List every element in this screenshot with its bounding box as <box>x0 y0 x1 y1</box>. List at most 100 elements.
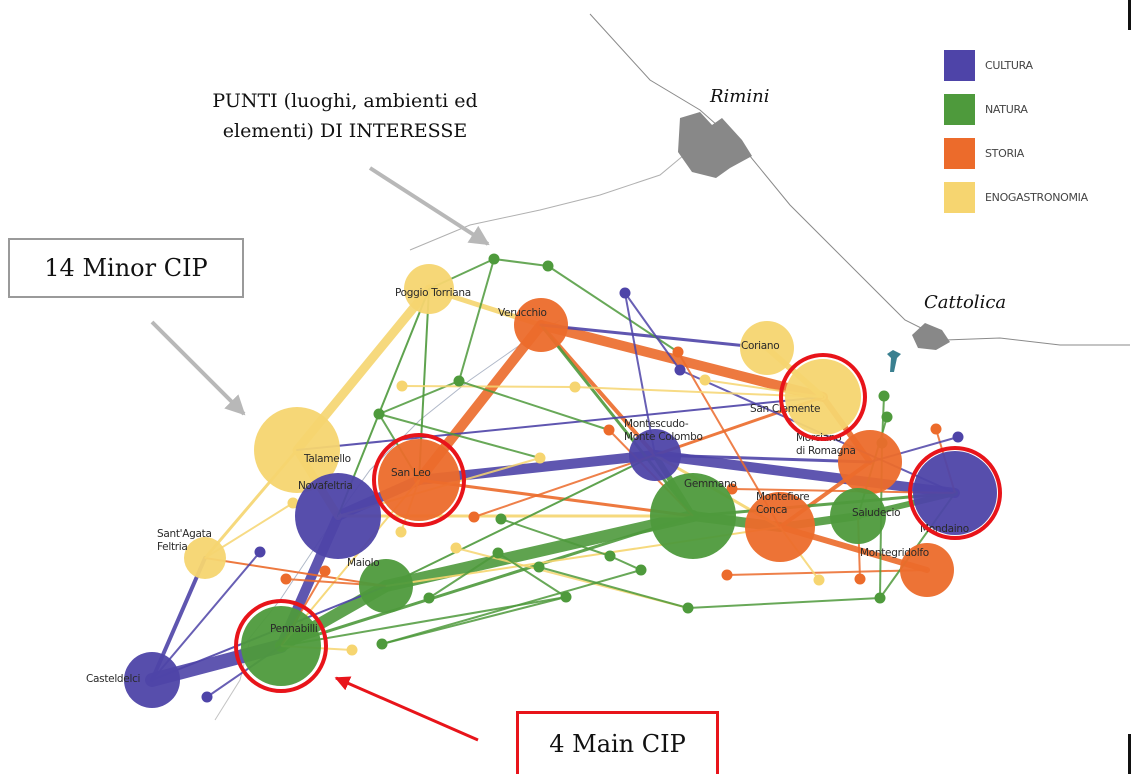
legend-label: NATURA <box>985 103 1028 116</box>
node-pennabilli <box>241 606 321 686</box>
point-of-interest-15 <box>603 424 615 436</box>
point-of-interest-12 <box>453 375 465 387</box>
point-of-interest-21 <box>604 550 616 562</box>
point-of-interest-11 <box>569 381 581 393</box>
point-of-interest-20 <box>492 547 504 559</box>
place-label-montescudo: Montescudo-Monte Colombo <box>624 418 703 443</box>
minor-edge-22 <box>497 552 567 598</box>
points-of-interest-note: PUNTI (luoghi, ambienti ed elementi) DI … <box>212 90 478 142</box>
arrow-points-of-interest <box>368 166 490 246</box>
edge-talamello-sanclemente <box>296 396 824 451</box>
point-of-interest-17 <box>468 511 480 523</box>
edge-mark-bottom <box>1128 734 1131 774</box>
place-label-line: Feltria <box>157 541 188 553</box>
main-cip-highlights <box>234 353 1002 693</box>
node-casteldelci <box>124 652 180 708</box>
city-label-rimini: Rimini <box>710 86 770 107</box>
point-of-interest-28 <box>874 592 886 604</box>
edge-maiolo-gemmano <box>380 510 699 592</box>
node-coriano <box>740 321 794 375</box>
point-of-interest-10 <box>952 431 964 443</box>
minor-edge-5 <box>624 292 681 371</box>
legend-item-natura: NATURA <box>944 94 1134 125</box>
border-line <box>409 149 691 251</box>
minor-edge-16 <box>401 385 576 388</box>
place-label-line: Conca <box>756 504 787 516</box>
point-of-interest-2 <box>619 287 631 299</box>
node-santagata <box>184 537 226 579</box>
point-of-interest-13 <box>373 408 385 420</box>
place-label-saludecio: Saludecio <box>852 507 900 519</box>
node-sanclemente <box>785 359 861 435</box>
edge-maiolo-montescudo <box>385 454 656 587</box>
place-label-line: di Romagna <box>796 445 856 457</box>
place-label-poggio: Poggio Torriana <box>395 287 471 299</box>
point-of-interest-34 <box>280 573 292 585</box>
city-shapes <box>678 112 950 372</box>
node-gemmano <box>650 473 736 559</box>
node-morciano <box>838 430 902 494</box>
river-line <box>239 319 561 651</box>
legend-swatch-storia <box>944 138 975 169</box>
coastline <box>589 13 1130 346</box>
minor-edge-44 <box>458 380 610 431</box>
edge-montescudo-morciano <box>653 453 872 464</box>
place-label-pennabilli: Pennabilli <box>270 623 318 635</box>
point-of-interest-4 <box>674 364 686 376</box>
city-label-cattolica: Cattolica <box>924 292 1007 313</box>
arrow-minor-cip <box>150 320 246 416</box>
point-of-interest-1 <box>542 260 554 272</box>
legend: CULTURA NATURA STORIA ENOGASTRONOMIA <box>944 50 1134 226</box>
minor-edge-0 <box>493 258 549 267</box>
point-of-interest-33 <box>319 565 331 577</box>
place-label-sanclemente: San Clemente <box>750 403 820 415</box>
minor-edge-39 <box>428 552 499 599</box>
minor-edge-43 <box>378 413 541 459</box>
point-of-interest-37 <box>201 691 213 703</box>
node-saludecio <box>830 488 886 544</box>
place-label-novafeltria: Novafeltria <box>298 480 353 492</box>
place-label-montegridolfo: Montegridolfo <box>860 547 929 559</box>
legend-label: ENOGASTRONOMIA <box>985 191 1088 204</box>
node-novafeltria <box>295 473 381 559</box>
point-of-interest-25 <box>682 602 694 614</box>
node-sanleo <box>378 439 460 521</box>
point-of-interest-35 <box>376 638 388 650</box>
legend-label: CULTURA <box>985 59 1033 72</box>
minor-edge-4 <box>624 292 656 456</box>
point-of-interest-26 <box>721 569 733 581</box>
place-label-talamello: Talamello <box>303 453 351 465</box>
node-mondaino <box>913 451 997 535</box>
point-of-interest-38 <box>423 592 435 604</box>
place-label-line: Montescudo- <box>624 418 689 430</box>
point-of-interest-0 <box>488 253 500 265</box>
node-verucchio <box>514 298 568 352</box>
legend-item-cultura: CULTURA <box>944 50 1134 81</box>
place-label-gemmano: Gemmano <box>684 478 736 490</box>
place-label-verucchio: Verucchio <box>498 307 547 319</box>
point-of-interest-32 <box>254 546 266 558</box>
arrow-main-cip <box>334 676 479 742</box>
edge-mark-top <box>1128 0 1131 30</box>
edge-montescudo-mondaino <box>650 450 960 498</box>
legend-label: STORIA <box>985 147 1024 160</box>
minor-edge-27 <box>726 569 928 576</box>
highlight-ring-mondaino <box>908 446 1002 540</box>
point-of-interest-14 <box>396 380 408 392</box>
point-of-interest-19 <box>450 542 462 554</box>
point-of-interest-22 <box>635 564 647 576</box>
edge-santagata-maiolo <box>204 557 387 587</box>
minor-edge-19 <box>473 454 656 518</box>
point-of-interest-9 <box>930 423 942 435</box>
point-of-interest-24 <box>560 591 572 603</box>
highlight-ring-sanleo <box>372 433 466 527</box>
node-maiolo <box>359 559 413 613</box>
point-of-interest-36 <box>346 644 358 656</box>
background-lines <box>214 13 1130 721</box>
place-label-sanleo: San Leo <box>391 467 431 479</box>
network-nodes <box>124 253 997 708</box>
minor-cip-box: 14 Minor CIP <box>8 238 244 298</box>
